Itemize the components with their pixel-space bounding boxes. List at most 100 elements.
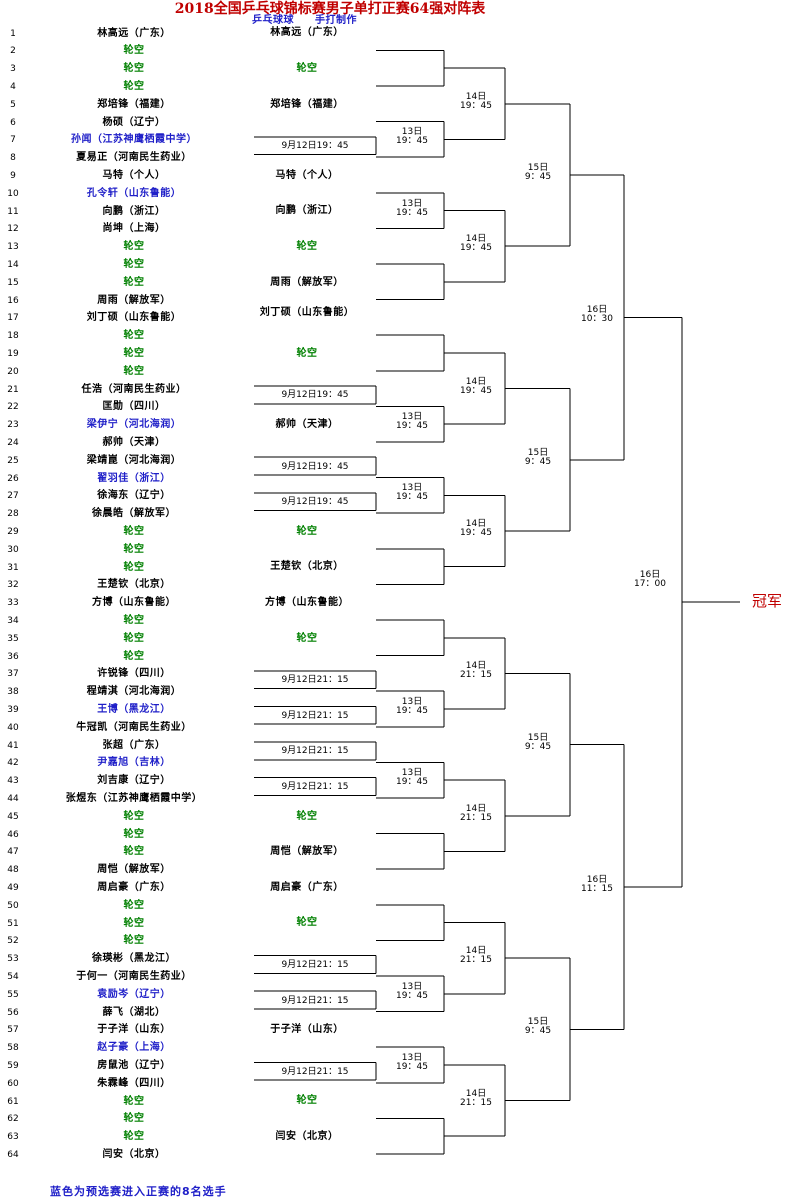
seed-number: 51 bbox=[7, 918, 19, 929]
match-time: 19：45 bbox=[460, 528, 492, 538]
player-name: 孙闻（江苏神鹰栖霞中学） bbox=[71, 134, 197, 146]
seed-number: 8 bbox=[10, 153, 16, 164]
seed-number: 64 bbox=[7, 1149, 19, 1160]
seed-number: 16 bbox=[7, 295, 19, 306]
player-name: 闫安（北京） bbox=[102, 1148, 166, 1160]
match-time: 10：30 bbox=[581, 314, 613, 325]
seed-number: 14 bbox=[7, 259, 19, 270]
bye-label: 轮空 bbox=[296, 1095, 318, 1107]
seed-number: 25 bbox=[7, 455, 19, 466]
player-name: 许锐锋（四川） bbox=[97, 668, 171, 680]
bye-label: 轮空 bbox=[296, 63, 318, 74]
match-time: 19：45 bbox=[396, 421, 428, 432]
seed-number: 34 bbox=[7, 615, 19, 626]
player-name: 轮空 bbox=[123, 365, 145, 377]
seed-number: 47 bbox=[7, 847, 19, 858]
match-day: 14日 bbox=[465, 376, 487, 387]
player-name: 徐海东（辽宁） bbox=[97, 490, 171, 502]
seed-number: 45 bbox=[7, 811, 19, 822]
player-name: 轮空 bbox=[123, 899, 145, 911]
footnote: 蓝色为预选赛进入正赛的8名选手 bbox=[50, 1185, 227, 1198]
player-name: 于何一（河南民生药业） bbox=[76, 970, 192, 982]
player-name: 轮空 bbox=[123, 63, 145, 75]
match-time: 19：45 bbox=[396, 136, 428, 147]
seed-number: 33 bbox=[7, 598, 19, 609]
match-time: 9：45 bbox=[524, 741, 552, 752]
player-name: 朱霖峰（四川） bbox=[97, 1077, 171, 1089]
advancing-player: 向鹏（浙江） bbox=[275, 205, 339, 217]
advancing-player: 王楚钦（北京） bbox=[270, 561, 344, 573]
match-time: 19：45 bbox=[460, 243, 492, 254]
seed-number: 24 bbox=[7, 437, 19, 448]
seed-number: 41 bbox=[7, 740, 19, 751]
seed-number: 2 bbox=[10, 46, 16, 57]
player-name: 轮空 bbox=[123, 80, 145, 92]
player-name: 尚坤（上海） bbox=[102, 223, 166, 235]
match-day: 13日 bbox=[401, 412, 423, 423]
match-day: 15日 bbox=[527, 1017, 549, 1028]
seed-number: 31 bbox=[7, 562, 19, 573]
seed-number: 21 bbox=[7, 384, 19, 395]
match-time: 19：45 bbox=[396, 207, 428, 218]
player-name: 刘吉康（辽宁） bbox=[97, 775, 171, 787]
player-name: 薛飞（湖北） bbox=[102, 1006, 166, 1018]
seed-number: 52 bbox=[7, 936, 19, 947]
player-name: 轮空 bbox=[123, 650, 145, 662]
bye-label: 轮空 bbox=[296, 917, 318, 929]
player-name: 轮空 bbox=[123, 810, 145, 822]
seed-number: 50 bbox=[7, 900, 19, 911]
advancing-player: 周恺（解放军） bbox=[270, 846, 344, 858]
match-time: 21：15 bbox=[460, 955, 492, 966]
player-name: 郑培锋（福建） bbox=[97, 98, 171, 110]
match-time: 9：45 bbox=[524, 456, 552, 467]
match-day: 16日 bbox=[586, 305, 608, 316]
seed-number: 10 bbox=[7, 188, 19, 199]
player-name: 轮空 bbox=[123, 917, 145, 929]
champion-label: 冠军 bbox=[752, 592, 783, 611]
seed-number: 9 bbox=[10, 170, 16, 181]
seed-number: 18 bbox=[7, 331, 19, 342]
seed-number: 63 bbox=[7, 1132, 19, 1143]
player-name: 轮空 bbox=[123, 276, 145, 288]
seed-number: 46 bbox=[7, 829, 19, 840]
match-time: 19：45 bbox=[460, 100, 492, 111]
match-day: 13日 bbox=[401, 768, 423, 779]
player-name: 轮空 bbox=[123, 1095, 145, 1107]
match-day: 13日 bbox=[401, 127, 423, 138]
advancing-player: 林高远（广东） bbox=[270, 27, 344, 39]
advancing-player: 周启豪（广东） bbox=[270, 881, 344, 893]
player-name: 徐晨皓（解放军） bbox=[92, 508, 176, 520]
player-name: 轮空 bbox=[123, 614, 145, 626]
match-day: 15日 bbox=[527, 447, 549, 458]
match-day: 13日 bbox=[401, 483, 423, 494]
player-name: 轮空 bbox=[123, 347, 145, 359]
player-name: 轮空 bbox=[123, 241, 145, 253]
advancing-player: 闫安（北京） bbox=[275, 1131, 339, 1142]
match-day: 15日 bbox=[527, 163, 549, 173]
bye-label: 轮空 bbox=[296, 241, 318, 252]
player-name: 向鹏（浙江） bbox=[102, 205, 166, 217]
seed-number: 38 bbox=[7, 687, 19, 698]
player-name: 张煜东（江苏神鹰栖霞中学） bbox=[65, 792, 203, 804]
player-name: 翟羽佳（浙江） bbox=[97, 472, 171, 484]
seed-number: 6 bbox=[10, 117, 16, 128]
match-time: 9月12日19：45 bbox=[281, 390, 349, 401]
player-name: 于子洋（山东） bbox=[97, 1024, 171, 1036]
seed-number: 48 bbox=[7, 865, 19, 876]
match-time: 19：45 bbox=[396, 990, 428, 1001]
advancing-player: 刘丁硕（山东鲁能） bbox=[259, 307, 355, 319]
bye-label: 轮空 bbox=[296, 632, 318, 644]
seed-number: 13 bbox=[7, 242, 19, 253]
player-name: 牛冠凯（河南民生药业） bbox=[76, 721, 192, 733]
player-name: 林高远（广东） bbox=[97, 27, 171, 39]
match-day: 14日 bbox=[465, 661, 487, 672]
seed-number: 40 bbox=[7, 722, 19, 733]
player-name: 匡勋（四川） bbox=[102, 401, 166, 413]
seed-number: 59 bbox=[7, 1060, 19, 1071]
seed-number: 29 bbox=[7, 526, 19, 537]
seed-number: 20 bbox=[7, 366, 19, 377]
match-time: 19：45 bbox=[396, 706, 428, 716]
match-time: 9月12日19：45 bbox=[281, 461, 349, 472]
